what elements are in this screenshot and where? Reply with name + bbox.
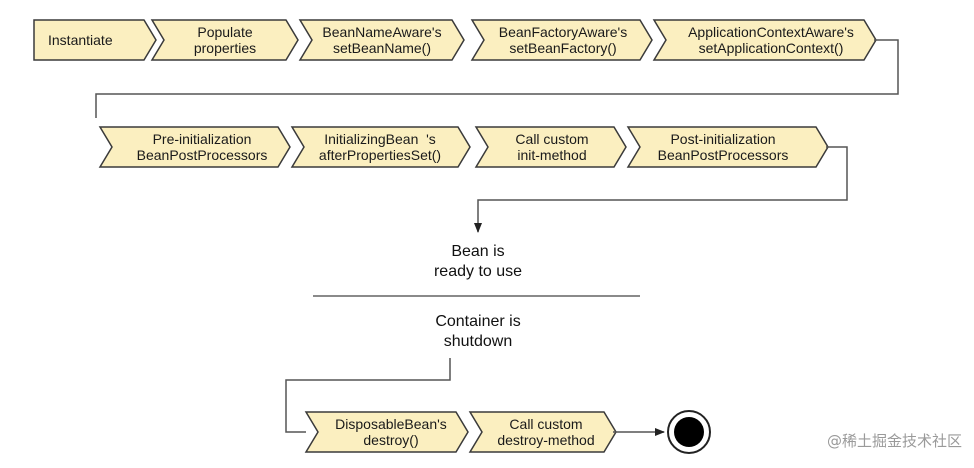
- step-label: properties: [193, 40, 257, 56]
- step-label: init-method: [517, 147, 587, 163]
- step-disposable-bean-destroy: DisposableBean's destroy(): [316, 412, 466, 452]
- step-label: afterPropertiesSet(): [318, 147, 442, 163]
- shape-initializing-bean: [290, 126, 471, 168]
- connector-row1-to-row2: [95, 39, 899, 118]
- end-state-icon: [667, 410, 711, 454]
- shape-pre-initialization: [98, 126, 291, 168]
- state-label: Container is: [435, 313, 521, 330]
- state-bean-ready: Bean is ready to use: [368, 242, 588, 282]
- step-instantiate: Instantiate: [34, 20, 156, 60]
- step-label: Call custom: [509, 416, 583, 432]
- step-label: BeanPostProcessors: [657, 147, 789, 163]
- step-label: InitializingBean 's: [324, 131, 436, 147]
- step-call-custom-destroy: Call custom destroy-method: [478, 412, 614, 452]
- connector-row2-to-ready: [474, 146, 848, 233]
- step-label: setApplicationContext(): [698, 40, 844, 56]
- shape-call-custom-init: [474, 126, 627, 168]
- step-label: BeanNameAware's: [322, 24, 442, 40]
- shape-instantiate: [33, 19, 157, 61]
- step-label: BeanFactoryAware's: [498, 24, 628, 40]
- state-label: shutdown: [443, 333, 513, 350]
- shape-disposable-bean-destroy: [304, 411, 469, 453]
- step-label: ApplicationContextAware's: [688, 24, 854, 40]
- step-populate-properties: Populate properties: [152, 20, 298, 60]
- shape-call-custom-destroy: [468, 411, 617, 453]
- step-label: Pre-initialization: [152, 131, 252, 147]
- step-label: setBeanName(): [332, 40, 432, 56]
- step-label: destroy(): [363, 432, 419, 448]
- step-pre-initialization: Pre-initialization BeanPostProcessors: [120, 127, 284, 167]
- step-bean-name-aware: BeanNameAware's setBeanName(): [302, 20, 462, 60]
- connector-shutdown-to-row3: [285, 358, 451, 433]
- step-label: Post-initialization: [670, 131, 776, 147]
- shape-populate-properties: [150, 19, 299, 61]
- step-label: Populate: [197, 24, 253, 40]
- shape-application-context-aware: [652, 19, 877, 61]
- step-post-initialization: Post-initialization BeanPostProcessors: [634, 127, 812, 167]
- shape-post-initialization: [626, 126, 829, 168]
- step-label: Instantiate: [48, 32, 113, 48]
- state-label: Bean is: [451, 243, 505, 260]
- step-application-context-aware: ApplicationContextAware's setApplication…: [664, 20, 878, 60]
- step-call-custom-init: Call custom init-method: [484, 127, 620, 167]
- shape-bean-name-aware: [298, 19, 465, 61]
- state-container-shutdown: Container is shutdown: [368, 312, 588, 352]
- shape-bean-factory-aware: [470, 19, 653, 61]
- step-label: setBeanFactory(): [509, 40, 617, 56]
- step-bean-factory-aware: BeanFactoryAware's setBeanFactory(): [476, 20, 650, 60]
- step-label: BeanPostProcessors: [136, 147, 268, 163]
- step-label: DisposableBean's: [335, 416, 447, 432]
- step-initializing-bean: InitializingBean 's afterPropertiesSet(): [300, 127, 460, 167]
- step-label: destroy-method: [497, 432, 595, 448]
- state-label: ready to use: [433, 263, 523, 280]
- watermark-text: @稀土掘金技术社区: [826, 432, 962, 450]
- step-label: Call custom: [515, 131, 589, 147]
